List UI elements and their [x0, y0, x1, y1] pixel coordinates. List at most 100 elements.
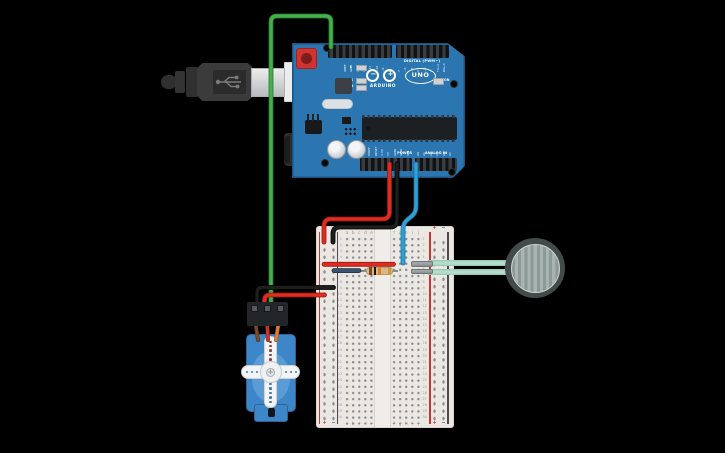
row-number: 8	[422, 279, 425, 284]
wire-servo-signal-green[interactable]	[269, 14, 333, 308]
arduino-power-jack-cap	[284, 136, 290, 163]
row-number: 10	[422, 292, 427, 297]
servo-connector[interactable]	[247, 302, 288, 326]
row-number: 11	[337, 298, 342, 303]
digital-header-left[interactable]	[328, 45, 392, 58]
wire-servo-gnd-black[interactable]	[255, 285, 336, 308]
right-rail-minus-holes[interactable]	[440, 239, 446, 422]
left-rail-plus-line	[318, 232, 320, 424]
row-number: 25	[422, 384, 427, 389]
wire-a0-cyan[interactable]	[401, 162, 418, 265]
row-number: 23	[337, 372, 342, 377]
row-number: 29	[337, 409, 342, 414]
usb-strain-relief	[175, 71, 185, 93]
regulator-leg	[317, 114, 319, 121]
horn-hole	[269, 391, 272, 395]
capacitor	[327, 140, 346, 159]
rail-sign: −	[331, 419, 336, 426]
column-label: i	[411, 229, 413, 235]
row-number: 26	[422, 390, 427, 395]
fsr-pin-bottom[interactable]	[411, 268, 433, 275]
horn-hole	[269, 387, 272, 390]
usb-strain-relief	[186, 67, 198, 97]
left-rail-plus-holes[interactable]	[322, 239, 327, 422]
regulator-leg	[307, 114, 309, 121]
reset-button-cap	[301, 53, 312, 64]
left-rail-minus-holes[interactable]	[330, 239, 336, 422]
row-number: 2	[422, 242, 425, 247]
horn-hole	[294, 370, 298, 374]
row-number: 28	[337, 403, 342, 408]
row-number: 18	[422, 341, 427, 346]
row-number: 2	[339, 242, 342, 247]
row-number: 13	[422, 310, 427, 315]
row-number: 27	[337, 396, 342, 401]
row-number: 8	[339, 279, 342, 284]
fsr-lead-top	[428, 259, 508, 266]
column-label: b	[351, 420, 355, 426]
led-rx	[356, 84, 367, 91]
row-number: 3	[339, 248, 342, 253]
servo-connector-slot	[264, 305, 271, 312]
row-number: 15	[422, 322, 427, 327]
atmega-chip	[362, 115, 457, 142]
right-rail-plus-holes[interactable]	[431, 239, 437, 422]
usb-trident-icon	[215, 75, 241, 89]
wire-5v-red[interactable]	[322, 162, 392, 244]
fsr-pin-top[interactable]	[411, 261, 433, 267]
resistor-band-1	[369, 266, 372, 275]
servo-connector-slot	[277, 305, 284, 312]
row-number: 20	[422, 353, 427, 358]
horn-hole	[269, 382, 272, 386]
horn-hole	[269, 340, 272, 344]
horn-hole	[269, 396, 272, 399]
row-number: 7	[339, 273, 342, 278]
row-number: 16	[337, 329, 342, 334]
arduino-board[interactable]	[292, 43, 465, 178]
horn-hole	[269, 353, 272, 357]
horn-hole	[289, 370, 293, 374]
wire-gnd-black[interactable]	[331, 162, 399, 244]
regulator-body	[305, 120, 322, 134]
row-number: 4	[339, 255, 342, 259]
column-label: f	[393, 420, 395, 426]
row-number: 3	[422, 248, 425, 253]
analog-header[interactable]	[415, 158, 457, 171]
column-label: j	[417, 420, 419, 426]
row-number: 4	[422, 255, 425, 259]
row-number: 9	[339, 285, 342, 290]
usb-symbol-plate	[213, 70, 246, 94]
row-number: 14	[422, 316, 427, 321]
column-label: d	[364, 229, 367, 235]
digital-pwm-label: DIGITAL (PWM~)	[403, 59, 441, 63]
row-number: 27	[422, 396, 427, 401]
wire-servo-power-red[interactable]	[262, 293, 327, 308]
row-number: 26	[337, 390, 342, 395]
left-rail-minus-line	[336, 232, 338, 424]
row-number: 24	[422, 378, 427, 383]
resistor-band-2	[373, 266, 377, 275]
right-rail-minus-line	[447, 232, 449, 424]
column-label: e	[370, 420, 373, 426]
row-number: 14	[337, 316, 342, 321]
column-label: e	[370, 229, 373, 235]
crystal-oscillator	[322, 99, 353, 109]
row-number: 28	[422, 403, 427, 408]
row-number: 29	[422, 409, 427, 414]
row-number: 1	[422, 236, 425, 241]
smd-component	[342, 117, 351, 124]
column-label: j	[417, 229, 419, 235]
row-number: 17	[422, 335, 427, 340]
column-label: a	[345, 420, 349, 426]
row-number: 30	[337, 415, 342, 420]
fsr-sensing-disc	[510, 243, 560, 293]
breadboard-right-grid[interactable]	[391, 236, 422, 424]
row-number: 23	[422, 372, 427, 377]
row-number: 11	[422, 298, 427, 303]
column-label: i	[411, 420, 413, 426]
row-number: 24	[337, 378, 342, 383]
logo-plus-glyph: +	[387, 70, 394, 78]
row-number: 10	[337, 292, 342, 297]
digital-header-right[interactable]	[396, 45, 449, 58]
